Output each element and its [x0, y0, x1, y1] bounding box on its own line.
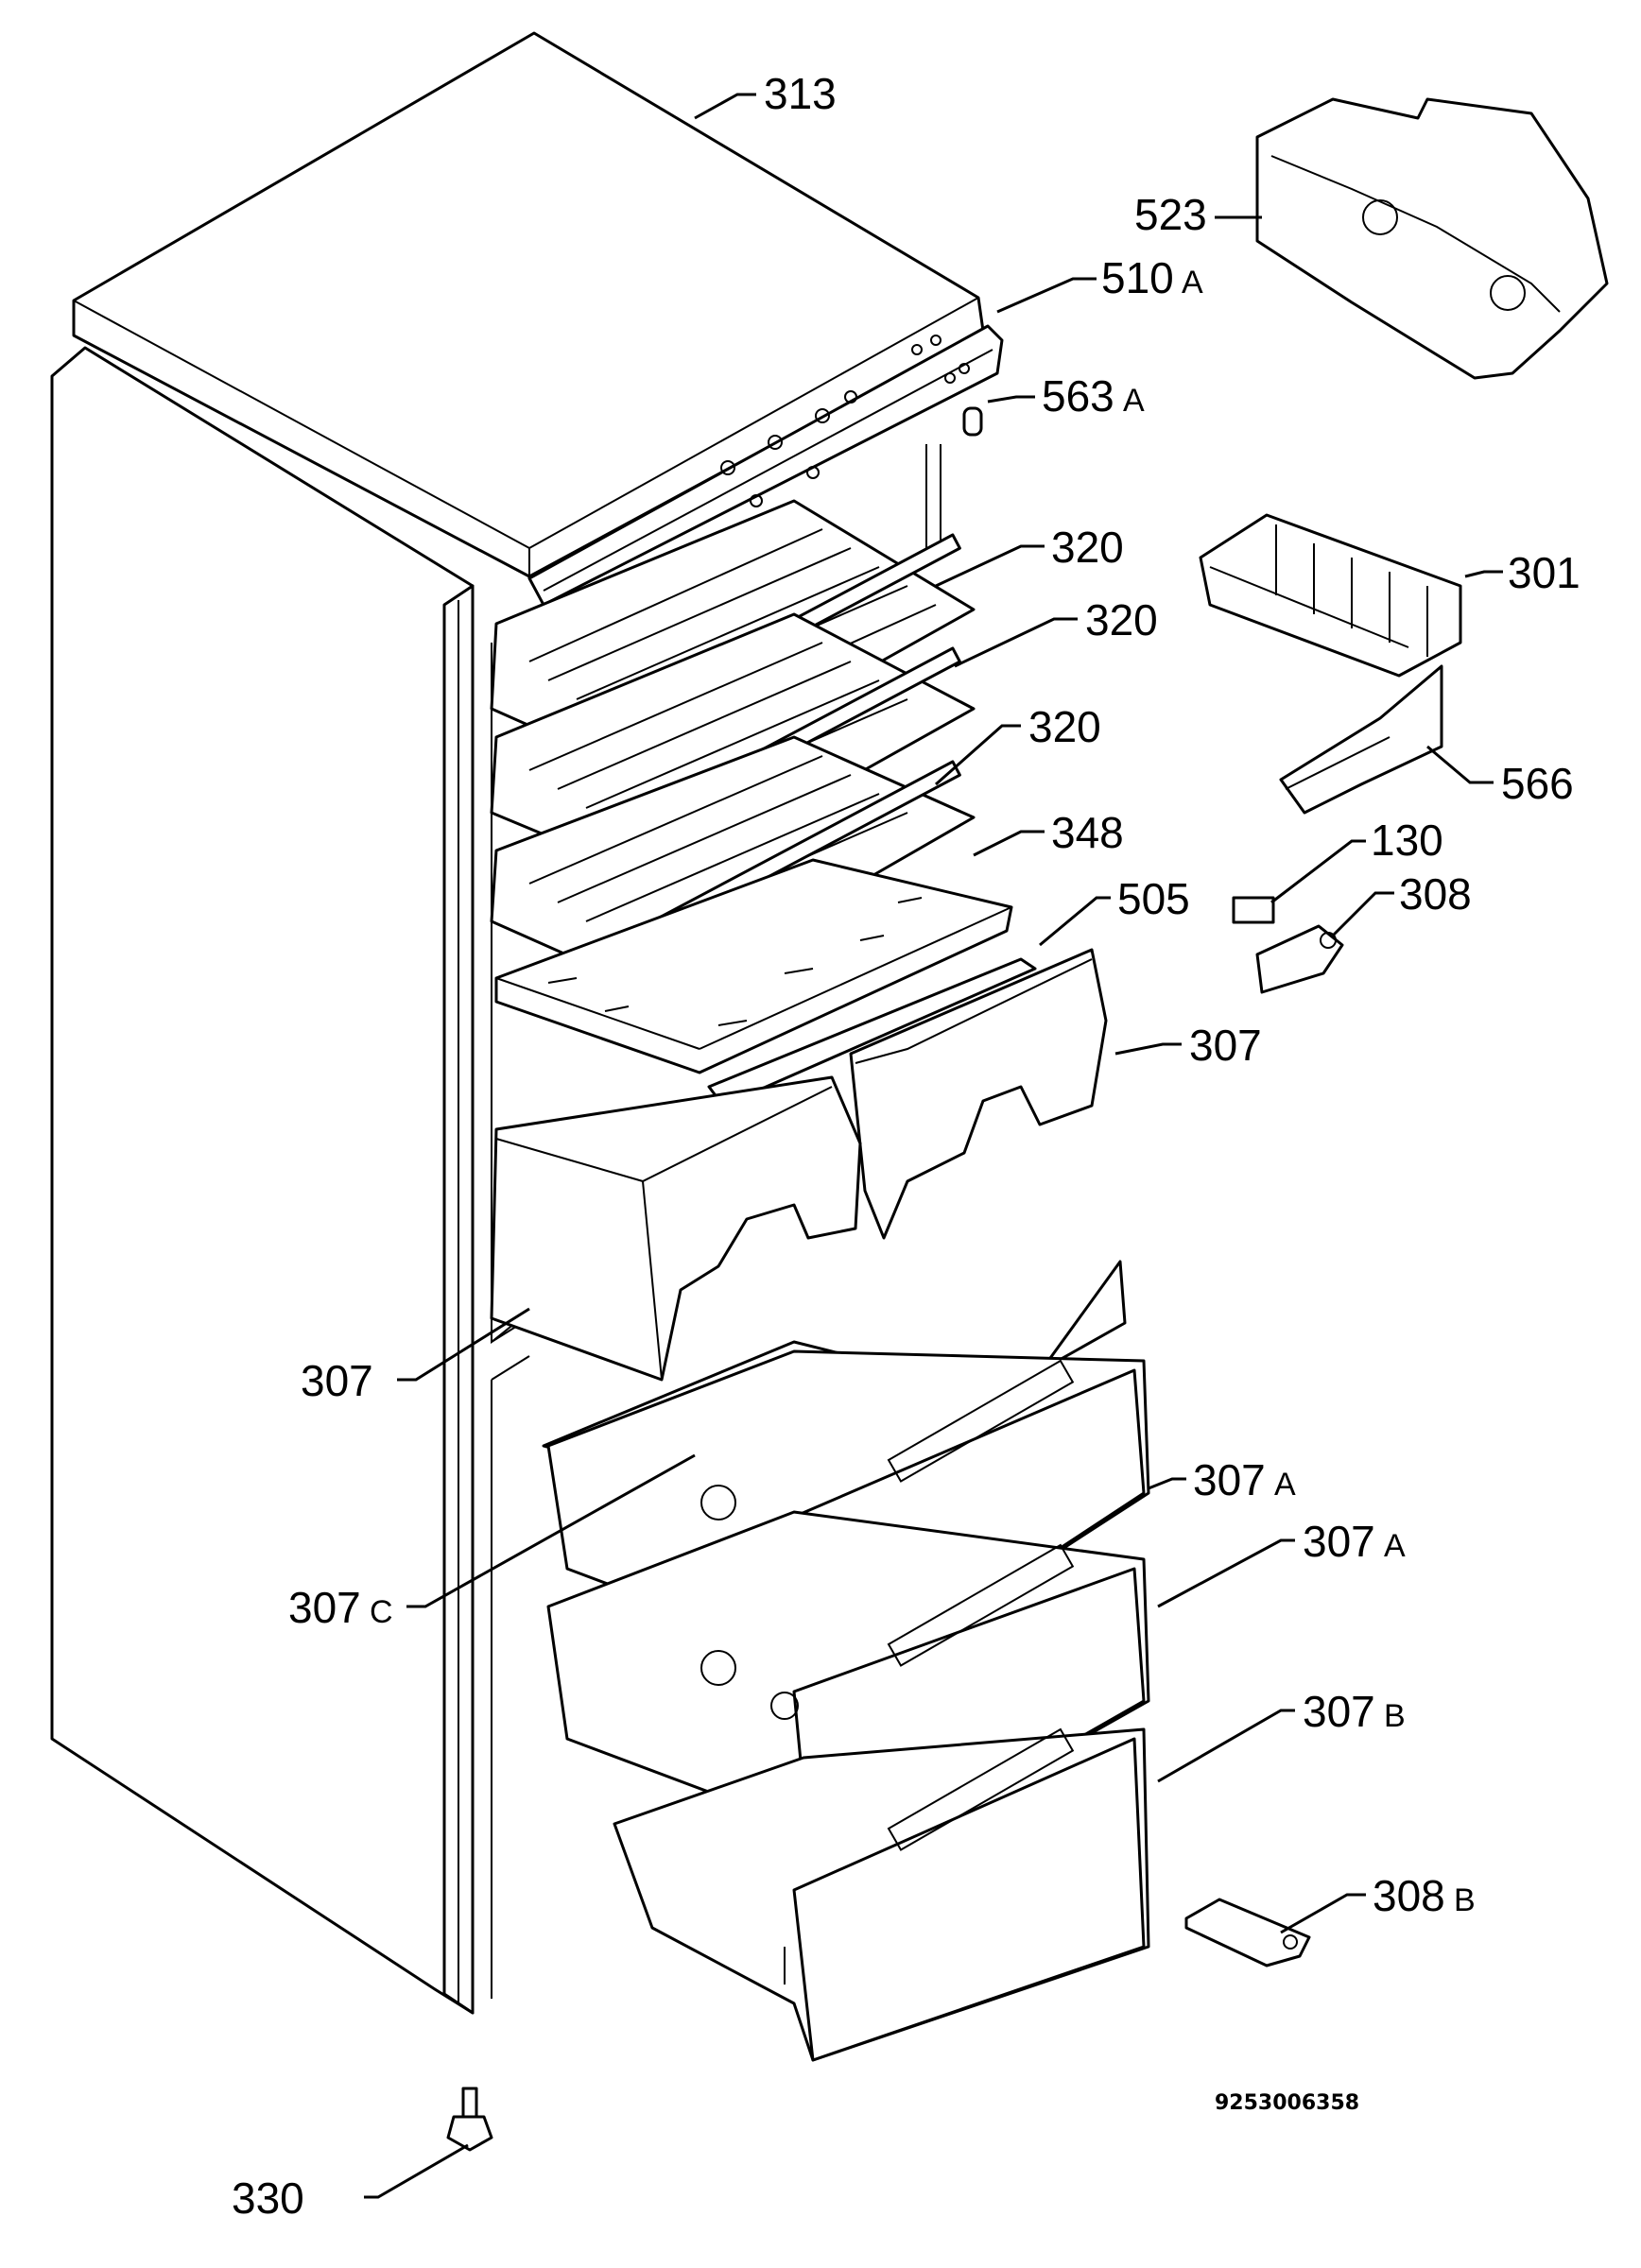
crisper-bin-307-right — [849, 948, 1108, 1240]
label-523: 523 — [1134, 190, 1207, 239]
leader-lines — [364, 93, 1503, 2199]
label-307a-top-suffix: A — [1274, 1467, 1296, 1503]
part-130 — [1232, 896, 1275, 924]
label-308b: 308 — [1373, 1871, 1445, 1920]
cabinet-body — [50, 346, 530, 2015]
tray-holder-566 — [1279, 664, 1443, 815]
foot-330 — [446, 2087, 493, 2152]
label-566: 566 — [1501, 759, 1574, 808]
label-313: 313 — [764, 69, 837, 118]
glass-shelf-348 — [494, 858, 1013, 1074]
drawing-code: 9253006358 — [1215, 2091, 1359, 2115]
ice-tray-301 — [1199, 513, 1462, 678]
label-510-suffix: A — [1182, 265, 1203, 301]
label-307c: 307 — [288, 1583, 361, 1632]
label-307c-suffix: C — [370, 1594, 393, 1630]
ice-bucket-523 — [1255, 97, 1609, 380]
label-307b-suffix: B — [1384, 1698, 1406, 1734]
label-348: 348 — [1051, 808, 1124, 857]
label-320-top: 320 — [1051, 523, 1124, 572]
label-307b: 307 — [1303, 1687, 1375, 1736]
label-510: 510 — [1101, 253, 1174, 302]
crisper-bin-307-left — [490, 1075, 862, 1382]
label-308: 308 — [1399, 869, 1472, 919]
hinge-308b — [1184, 1898, 1311, 1967]
label-505: 505 — [1117, 874, 1190, 923]
knob-563a — [925, 406, 983, 558]
label-307a-middle-suffix: A — [1384, 1528, 1406, 1564]
label-563: 563 — [1042, 371, 1114, 421]
label-308b-suffix: B — [1454, 1882, 1476, 1918]
part-labels: 313 523 510 A 563 A 320 320 320 301 566 … — [232, 69, 1581, 2223]
label-130: 130 — [1371, 816, 1443, 865]
label-307-right: 307 — [1189, 1021, 1262, 1070]
label-307a-top: 307 — [1193, 1455, 1266, 1504]
label-563-suffix: A — [1123, 383, 1145, 419]
label-307a-middle: 307 — [1303, 1517, 1375, 1566]
label-320-bottom: 320 — [1028, 702, 1101, 751]
hinge-308 — [1255, 924, 1344, 994]
label-320-middle: 320 — [1085, 595, 1158, 644]
label-307-left: 307 — [301, 1356, 373, 1405]
label-301: 301 — [1508, 548, 1581, 597]
label-330: 330 — [232, 2174, 304, 2223]
freezer-drawer-307b — [613, 1727, 1150, 2062]
control-panel-510a — [527, 324, 1004, 607]
